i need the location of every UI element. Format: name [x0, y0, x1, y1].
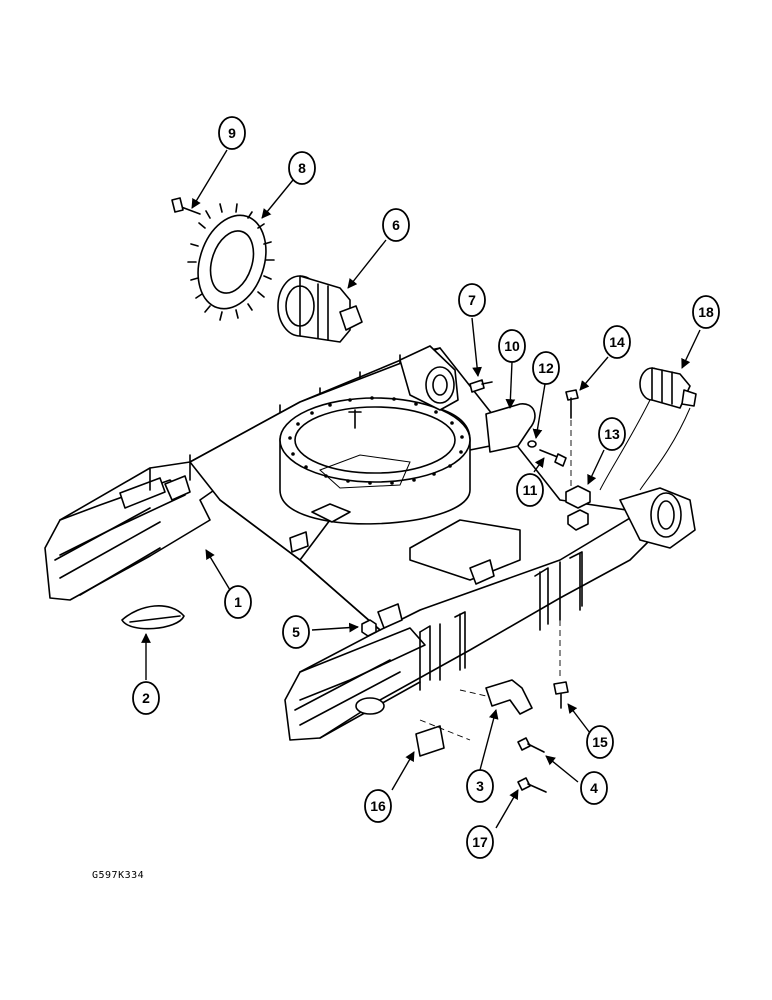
part-13-guide-block — [565, 485, 591, 531]
callout-14: 14 — [603, 325, 631, 359]
part-17-bolt — [517, 777, 547, 793]
callout-label: 2 — [142, 690, 150, 706]
callout-label: 4 — [590, 780, 598, 796]
callout-7: 7 — [458, 283, 486, 317]
callout-4: 4 — [580, 771, 608, 805]
callout-9: 9 — [218, 116, 246, 150]
part-11-bolt — [539, 449, 567, 467]
callout-label: 3 — [476, 778, 484, 794]
track-frame — [44, 345, 696, 741]
callout-label: 9 — [228, 125, 236, 141]
ring-bolt-holes — [288, 396, 464, 485]
callout-8: 8 — [288, 151, 316, 185]
part-12-washer — [527, 440, 537, 448]
callout-17: 17 — [466, 825, 494, 859]
callout-label: 12 — [538, 360, 554, 376]
callout-10: 10 — [498, 329, 526, 363]
part-9-bolt — [171, 197, 201, 215]
callout-label: 8 — [298, 160, 306, 176]
callout-12: 12 — [532, 351, 560, 385]
callout-label: 7 — [468, 292, 476, 308]
callout-16: 16 — [364, 789, 392, 823]
callout-15: 15 — [586, 725, 614, 759]
callout-label: 6 — [392, 217, 400, 233]
callout-label: 14 — [609, 334, 625, 350]
part-3-bracket — [459, 679, 533, 715]
callout-label: 18 — [698, 304, 714, 320]
callout-2: 2 — [132, 681, 160, 715]
callout-label: 11 — [523, 482, 538, 498]
part-7-bolt — [469, 379, 493, 393]
callout-6: 6 — [382, 208, 410, 242]
callout-13: 13 — [598, 417, 626, 451]
part-15-bolt — [553, 600, 569, 709]
part-5-nut — [361, 619, 377, 637]
part-18-carrier-roller — [599, 367, 697, 491]
callout-label: 1 — [234, 594, 242, 610]
callout-label: 17 — [472, 834, 488, 850]
callout-5: 5 — [282, 615, 310, 649]
callout-3: 3 — [466, 769, 494, 803]
part-4-bolt — [517, 737, 545, 753]
part-2-shoe-plate — [121, 605, 185, 630]
leader-lines — [141, 149, 701, 829]
callout-1: 1 — [224, 585, 252, 619]
figure-reference-code: G597K334 — [92, 870, 145, 881]
part-10-cover-plate — [485, 403, 536, 453]
part-16-wear-plate — [415, 719, 471, 757]
part-8-sprocket — [187, 203, 275, 321]
part-14-bolt — [565, 389, 579, 500]
callout-11: 11 — [516, 473, 544, 507]
callout-18: 18 — [692, 295, 720, 329]
callout-label: 10 — [504, 338, 520, 354]
callout-label: 15 — [592, 734, 608, 750]
callout-label: 16 — [370, 798, 386, 814]
callout-label: 5 — [292, 624, 300, 640]
callout-label: 13 — [604, 426, 620, 442]
part-6-travel-motor — [277, 275, 363, 343]
